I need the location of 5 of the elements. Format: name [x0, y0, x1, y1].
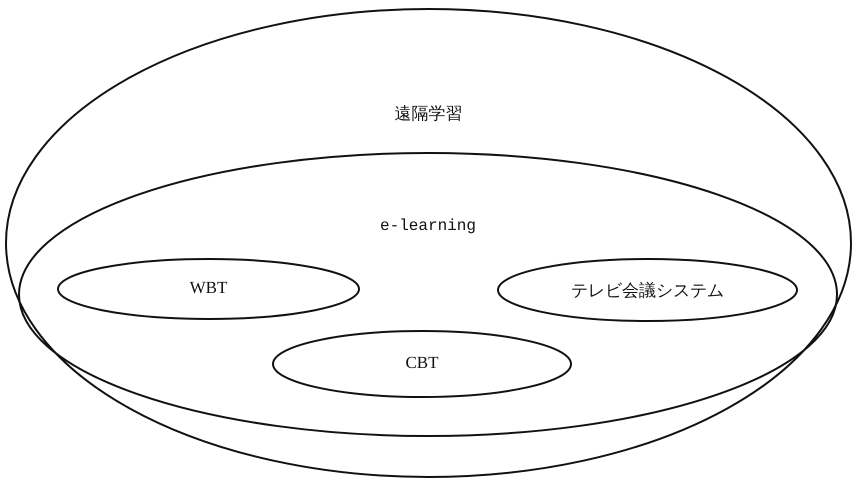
- set-label: CBT: [405, 353, 439, 373]
- set-label: WBT: [190, 278, 228, 298]
- set-label: テレビ会議システム: [571, 280, 724, 302]
- set-label: 遠隔学習: [394, 103, 462, 125]
- set-label: e-learning: [380, 217, 476, 235]
